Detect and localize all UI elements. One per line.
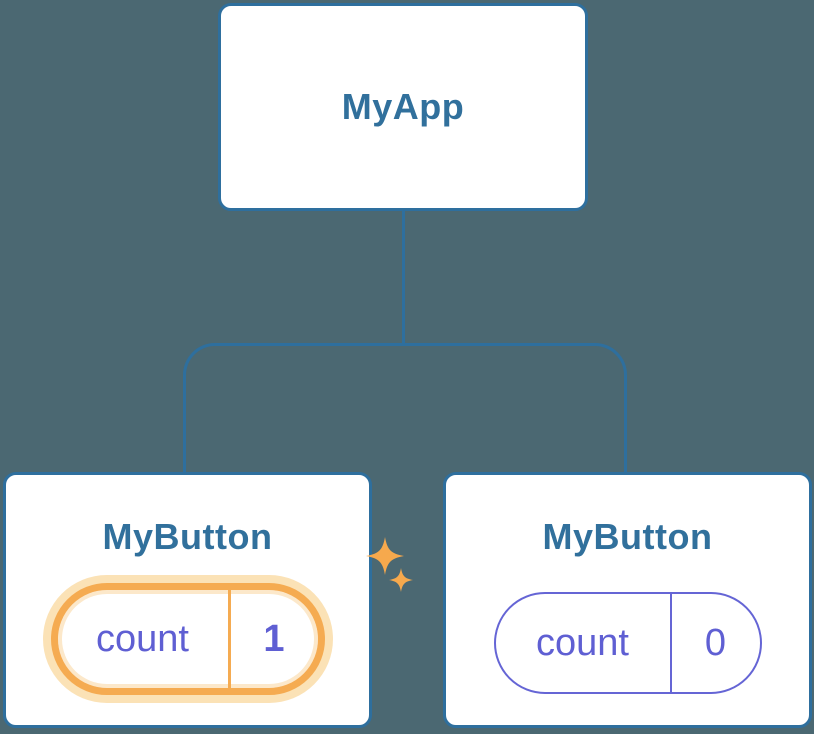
- state-pill-wrap-1: count 1: [50, 537, 413, 695]
- node-title-myapp: MyApp: [341, 86, 465, 127]
- connector-stem-line: [402, 211, 405, 345]
- state-pill-wrap-2: count 0: [493, 559, 762, 694]
- node-myapp: MyApp: [218, 3, 588, 211]
- state-value: 0: [669, 594, 760, 692]
- node-title-mybutton-2: MyButton: [542, 516, 713, 557]
- sparkle-small-icon: [388, 568, 413, 592]
- state-key-label: count: [536, 621, 629, 664]
- node-mybutton-1: MyButton count 1: [3, 472, 413, 728]
- connector-branch-lines: [183, 343, 627, 472]
- state-pill: count 0: [493, 592, 762, 694]
- state-pill-highlighted: count 1: [50, 583, 325, 695]
- state-value: 1: [227, 590, 318, 688]
- node-mybutton-2: MyButton count 0: [443, 472, 812, 728]
- node-title-mybutton-1: MyButton: [102, 516, 273, 557]
- sparkle-large-icon: [365, 537, 404, 575]
- state-key-label: count: [96, 617, 189, 660]
